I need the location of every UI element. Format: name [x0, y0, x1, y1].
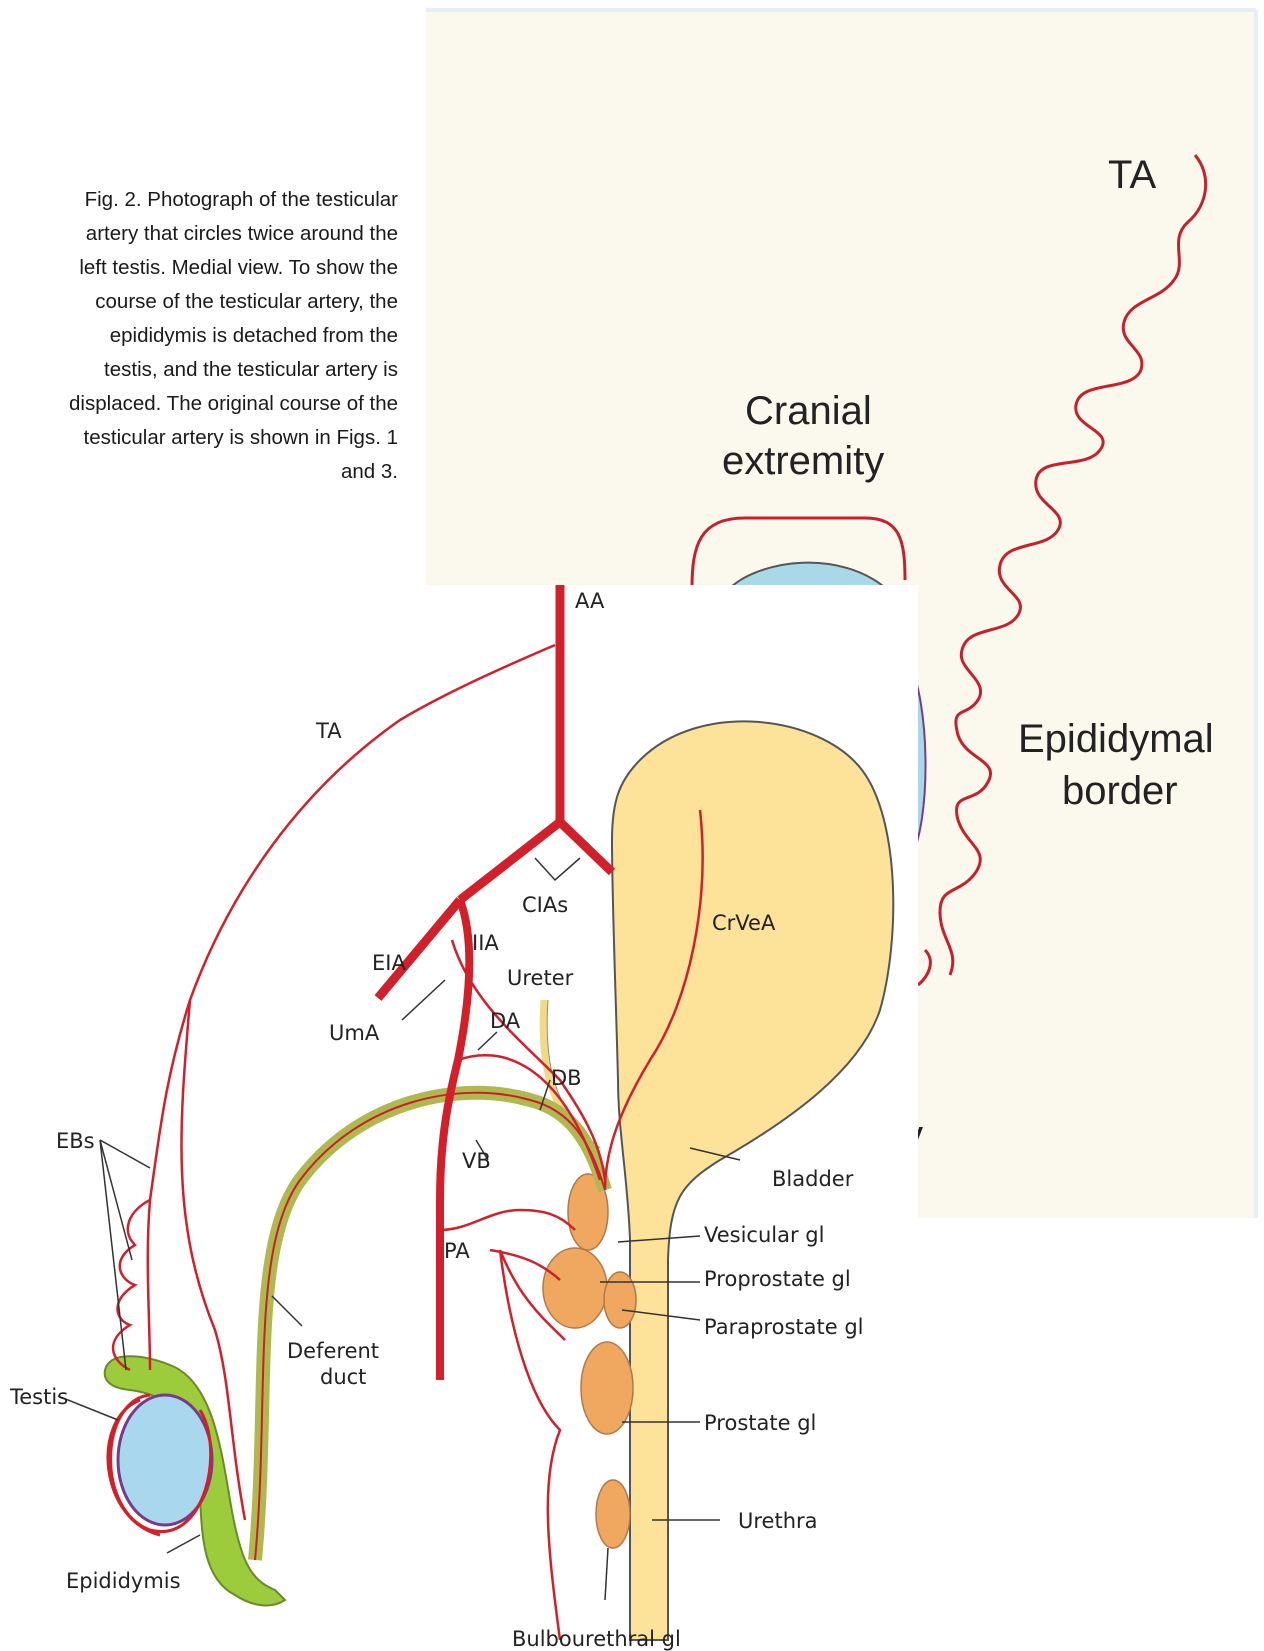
label-extremity: extremity: [722, 439, 884, 483]
label-border: border: [1062, 769, 1178, 813]
label-bulbourethral: Bulbourethral gl: [512, 1627, 681, 1651]
label-pa: PA: [444, 1239, 470, 1263]
label-epididymal: Epididymal: [1018, 717, 1214, 761]
label-urethra: Urethra: [738, 1509, 818, 1533]
label-cias: CIAs: [522, 893, 568, 917]
label-vesicular: Vesicular gl: [704, 1223, 824, 1247]
label-vb: VB: [462, 1149, 491, 1173]
label-cranial: Cranial: [745, 389, 872, 433]
label-proprostate: Proprostate gl: [704, 1267, 851, 1291]
label-ta-back: TA: [1108, 153, 1156, 197]
label-testis: Testis: [9, 1385, 68, 1409]
label-ureter: Ureter: [507, 966, 574, 990]
label-epididymis: Epididymis: [66, 1569, 181, 1593]
label-db: DB: [551, 1066, 582, 1090]
label-da: DA: [490, 1009, 521, 1033]
label-crvea: CrVeA: [712, 911, 776, 935]
label-paraprostate: Paraprostate gl: [704, 1315, 863, 1339]
front-figure: AA TA CIAs CrVeA IIA EIA Ureter UmA DA D…: [0, 585, 918, 1651]
label-deferent: Deferent: [287, 1339, 379, 1363]
label-ta: TA: [315, 719, 342, 743]
label-uma: UmA: [329, 1021, 380, 1045]
label-eia: EIA: [372, 951, 406, 975]
label-prostate: Prostate gl: [704, 1411, 816, 1435]
label-aa: AA: [575, 589, 605, 613]
proprostate-gland: [543, 1248, 607, 1328]
label-duct: duct: [320, 1365, 366, 1389]
prostate-gland: [581, 1342, 633, 1434]
label-iia: IIA: [472, 931, 499, 955]
bulbourethral-gland: [596, 1480, 630, 1548]
label-ebs: EBs: [56, 1129, 95, 1153]
label-bladder: Bladder: [772, 1167, 854, 1191]
paraprostate-gland: [604, 1272, 636, 1328]
